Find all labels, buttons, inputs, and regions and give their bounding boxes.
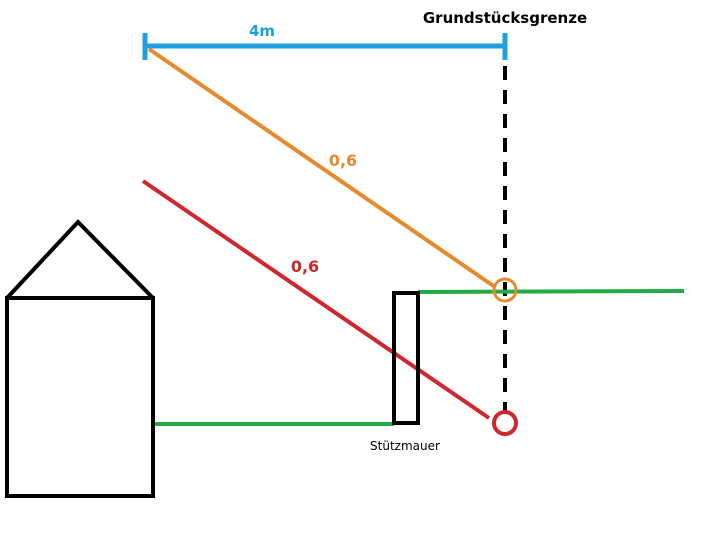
- retaining-wall: [392, 291, 420, 425]
- red-marker-circle: [492, 410, 518, 436]
- orange-slope-line: [147, 47, 497, 289]
- red-slope-line: [141, 179, 491, 420]
- red-slope-label: 0,6: [291, 257, 319, 276]
- wall-label: Stützmauer: [370, 439, 440, 453]
- house-roof: [5, 219, 155, 300]
- house-body: [5, 296, 155, 498]
- orange-slope-label: 0,6: [329, 151, 357, 170]
- upper-ground-line: [417, 289, 685, 294]
- boundary-label: Grundstücksgrenze: [423, 9, 587, 27]
- orange-marker-circle: [492, 277, 518, 303]
- distance-label: 4m: [249, 22, 275, 40]
